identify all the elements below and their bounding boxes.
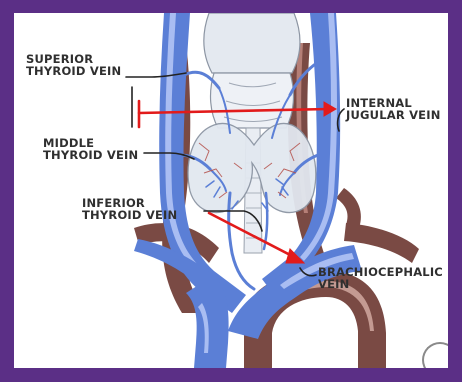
inferior-line-2: THYROID VEIN	[82, 209, 177, 221]
middle-line-2: THYROID VEIN	[43, 149, 138, 161]
diagram-panel: SUPERIOR THYROID VEIN INTERNAL JUGULAR V…	[14, 13, 448, 368]
internal-jugular-vein-label: INTERNAL JUGULAR VEIN	[346, 97, 441, 121]
middle-thyroid-vein-label: MIDDLE THYROID VEIN	[43, 137, 138, 161]
internal-jugular-line-2: JUGULAR VEIN	[346, 109, 441, 121]
superior-line-2: THYROID VEIN	[26, 65, 121, 77]
brachiocephalic-vein-label: BRACHIOCEPHALIC VEIN	[318, 266, 443, 290]
thyroid-gland	[188, 13, 316, 253]
brachiocephalic-line-2: VEIN	[318, 278, 443, 290]
superior-thyroid-vein-label: SUPERIOR THYROID VEIN	[26, 53, 121, 77]
inferior-thyroid-vein-label: INFERIOR THYROID VEIN	[82, 197, 177, 221]
